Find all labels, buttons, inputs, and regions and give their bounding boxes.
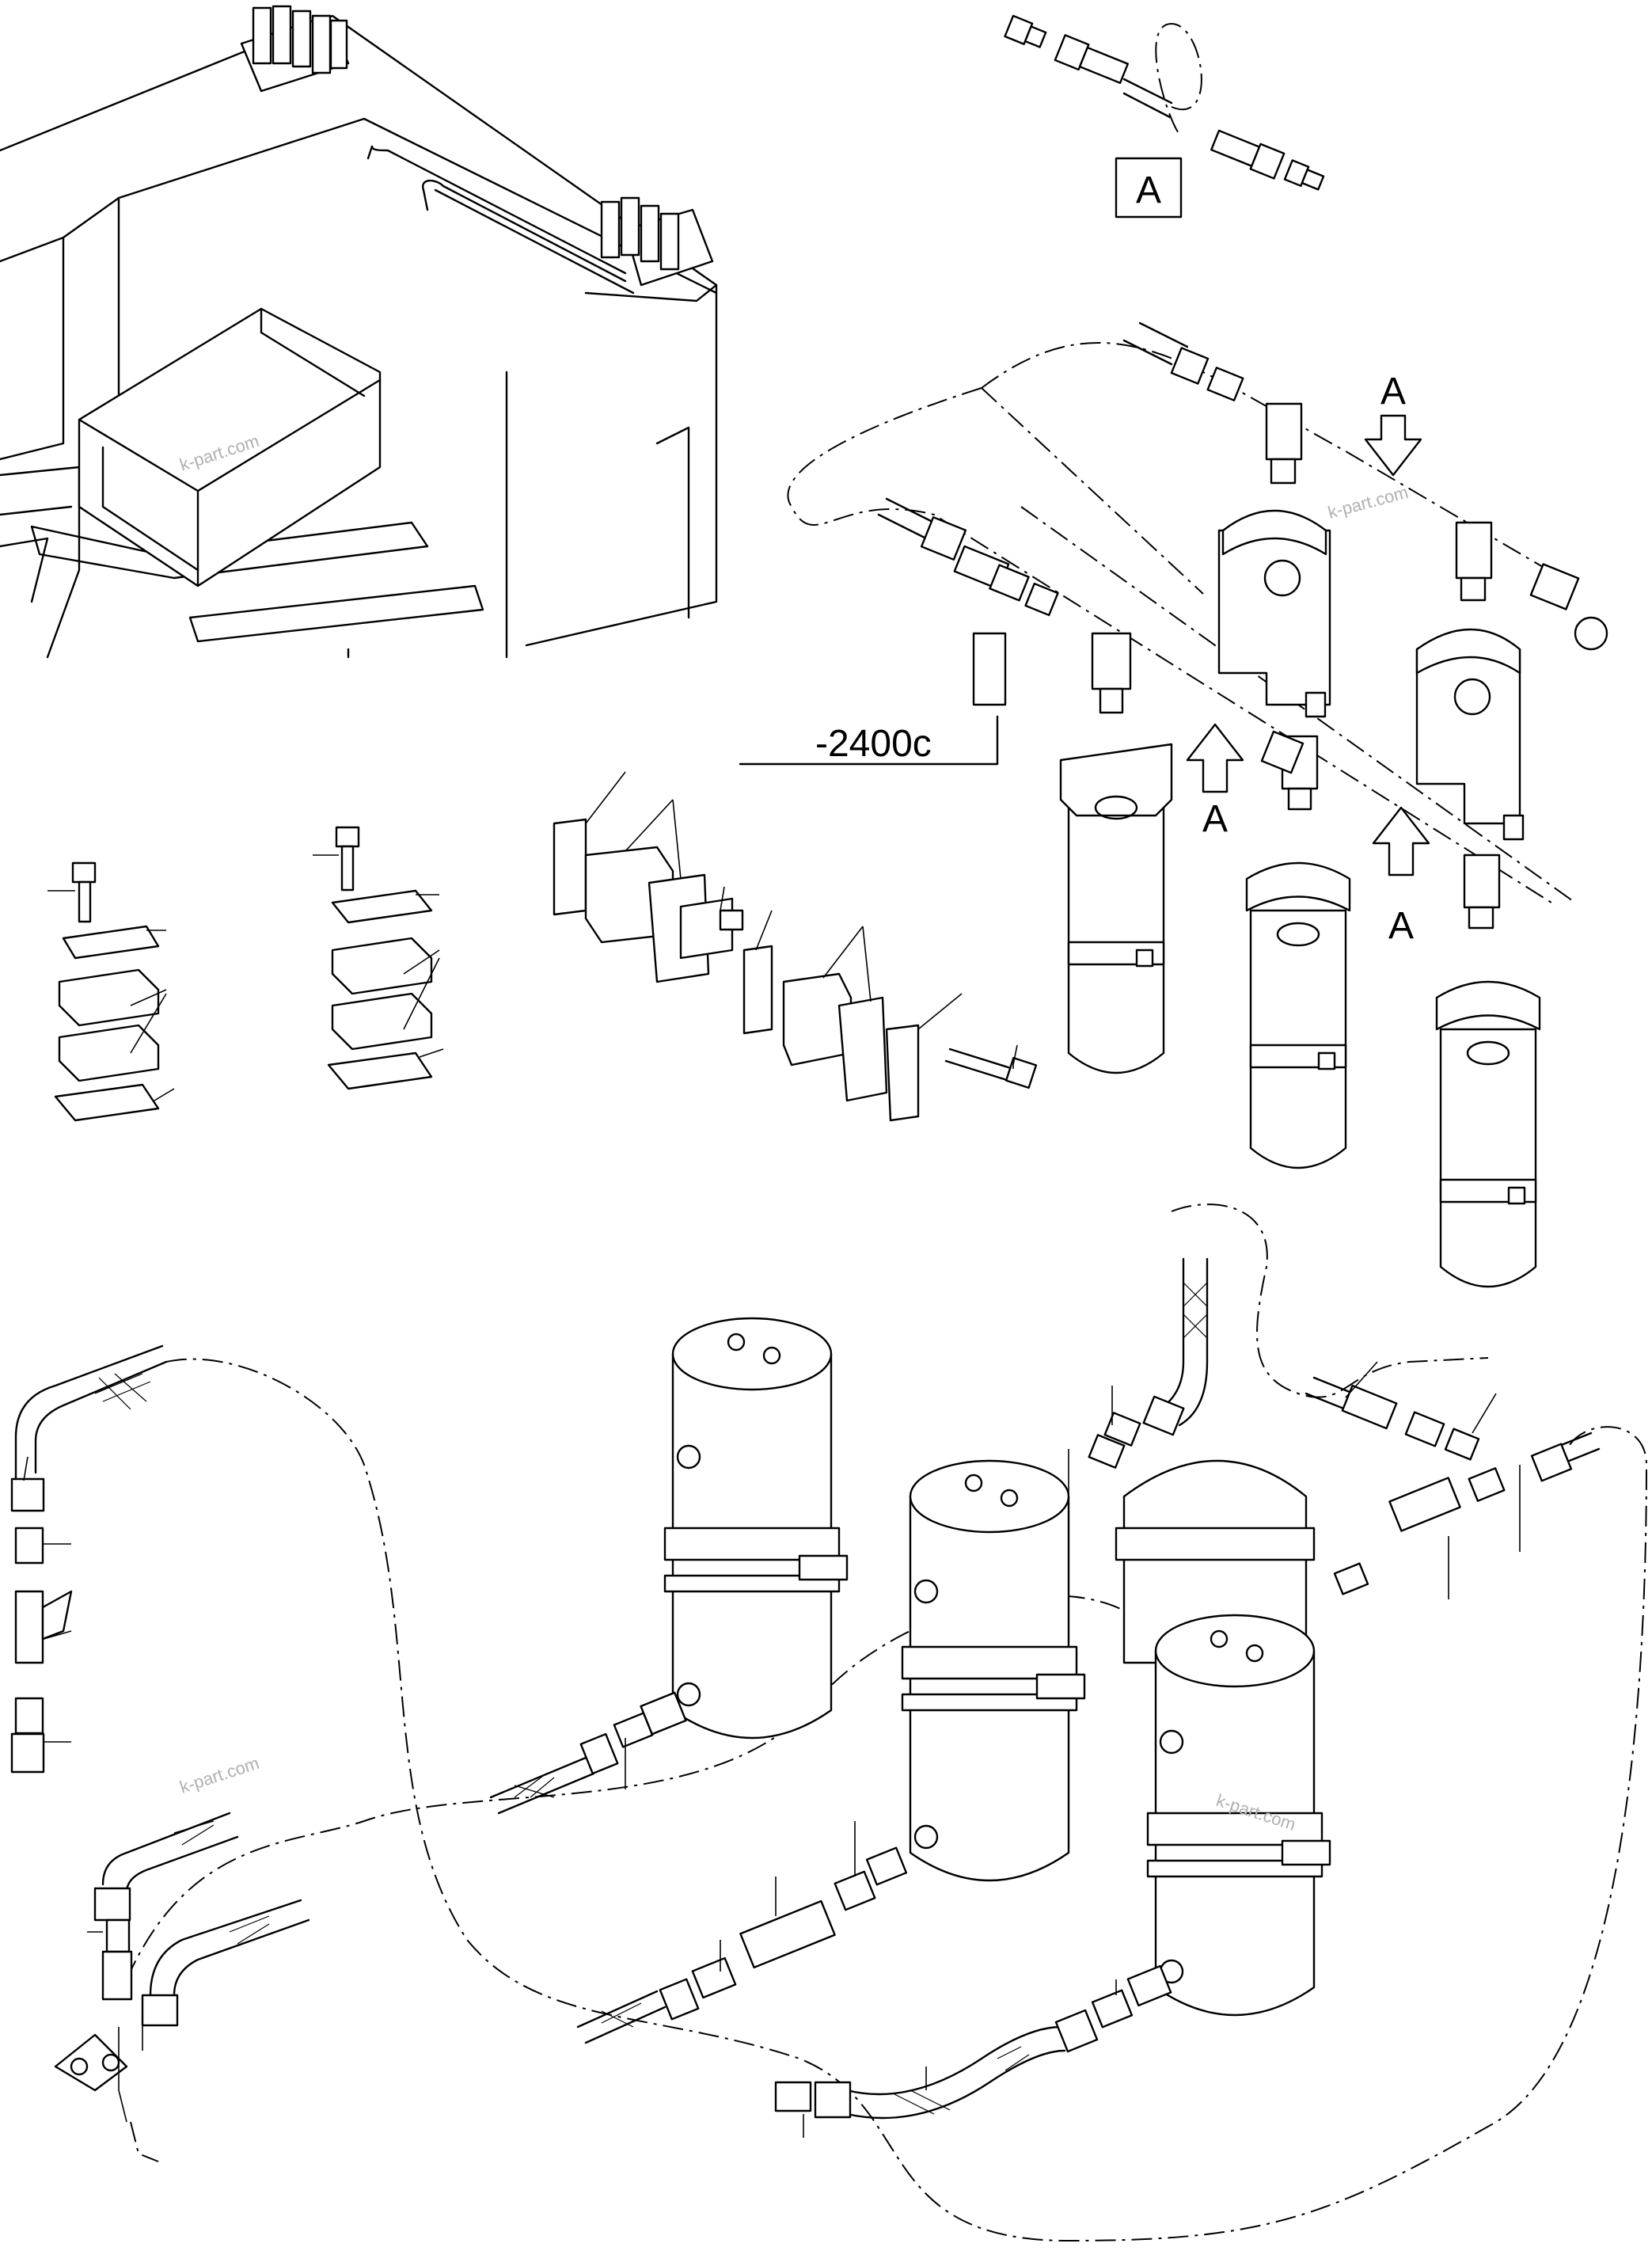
- dash-outline-lower-2: [126, 1595, 1164, 1980]
- svg-text:A: A: [1202, 798, 1228, 840]
- accumulator-3: [1245, 735, 1351, 1169]
- valve-bank-1: [240, 5, 350, 93]
- accumulator-5: [1435, 854, 1541, 1288]
- tank-2: [901, 1459, 1086, 1882]
- lower-left-fittings: [54, 1812, 310, 2162]
- tee-stem: [972, 632, 1007, 706]
- svg-text:A: A: [1388, 905, 1414, 947]
- upper-accumulator-group: -2400c: [739, 321, 1608, 1288]
- lower-hoses: [489, 1691, 1172, 2138]
- tool-box: [78, 307, 382, 587]
- clamp-stack-2: [313, 826, 444, 1090]
- watermark-text: k-part.com: [177, 1753, 262, 1797]
- view-arrow-a-2: A: [1186, 723, 1244, 840]
- accumulator-4: [1415, 521, 1608, 841]
- dash-outline-lower-3: [1171, 1203, 1489, 1398]
- clamp-exploded-3: [553, 771, 1038, 1122]
- t-junction: [739, 1899, 836, 1969]
- left-fitting-column: [10, 1344, 168, 1774]
- detail-a-hose: A: [1004, 14, 1325, 219]
- watermark-text: k-part.com: [1326, 482, 1411, 523]
- view-arrow-a-3: A: [1372, 806, 1430, 947]
- dash-outline-lower: [165, 1358, 1648, 2242]
- tank-1: [663, 1317, 849, 1740]
- clamp-stack-1: [47, 861, 175, 1122]
- ref-label: -2400c: [815, 723, 932, 765]
- view-arrow-a-1: A: [1364, 371, 1422, 477]
- y-fitting: [1388, 1477, 1461, 1532]
- detail-a-label: A: [1136, 169, 1161, 211]
- accumulator-1: [1059, 632, 1173, 1074]
- tank-3: [1115, 1459, 1331, 2017]
- svg-text:A: A: [1380, 371, 1406, 413]
- machine-body: k-part.com: [0, 5, 718, 659]
- upper-hose: [1068, 1257, 1209, 1504]
- valve-bank-2: [584, 196, 718, 302]
- right-hose-fittings: [1305, 1361, 1601, 1599]
- accumulator-2: [1217, 402, 1331, 718]
- detail-a-box: [1115, 157, 1183, 219]
